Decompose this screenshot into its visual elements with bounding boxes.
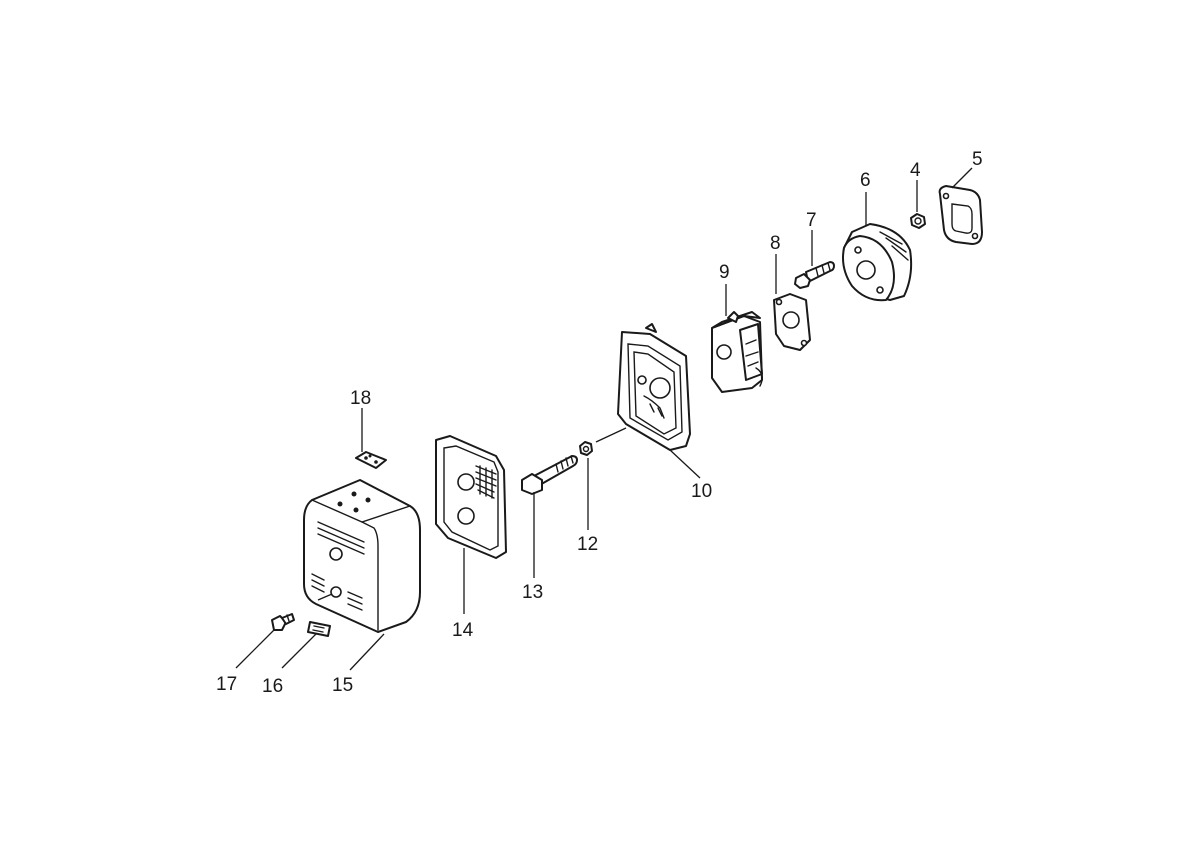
part-12-nut <box>579 441 593 456</box>
callout-13: 13 <box>522 582 543 603</box>
callout-6: 6 <box>860 170 871 191</box>
leader-lines <box>235 167 973 671</box>
leader-17 <box>235 629 275 669</box>
part-10-filter-base <box>617 323 691 451</box>
part-6-spacer-block <box>842 223 913 302</box>
part-16-label-plate <box>307 621 331 637</box>
callout-10: 10 <box>691 481 712 502</box>
part-9-carburetor <box>711 311 763 393</box>
callout-4: 4 <box>910 160 921 181</box>
part-7-bolt <box>794 261 835 289</box>
callout-14: 14 <box>452 620 474 641</box>
leader-15 <box>349 633 385 671</box>
leader-10 <box>669 449 701 479</box>
callout-17: 17 <box>216 674 237 695</box>
callout-16: 16 <box>262 676 283 697</box>
leader-16 <box>281 633 317 669</box>
callout-9: 9 <box>719 262 730 283</box>
part-14-filter-element <box>435 435 507 559</box>
callout-5: 5 <box>972 149 983 170</box>
part-4-nut <box>910 213 926 229</box>
leader-5 <box>951 167 973 189</box>
part-18-small-plate <box>355 451 387 469</box>
part-13-long-bolt <box>521 455 578 495</box>
leader-10b <box>595 427 627 443</box>
callout-18: 18 <box>350 388 371 409</box>
part-5-gasket <box>938 185 983 245</box>
leader-15b <box>317 593 333 601</box>
part-17-screw <box>271 613 295 631</box>
part-8-gasket <box>773 293 811 351</box>
callout-12: 12 <box>577 534 598 555</box>
callout-labels: 4 5 6 7 8 9 10 12 13 14 15 16 17 18 <box>216 149 983 697</box>
part-15-filter-cover <box>303 479 421 633</box>
callout-15: 15 <box>332 675 353 696</box>
callout-7: 7 <box>806 210 817 231</box>
callout-8: 8 <box>770 233 781 254</box>
